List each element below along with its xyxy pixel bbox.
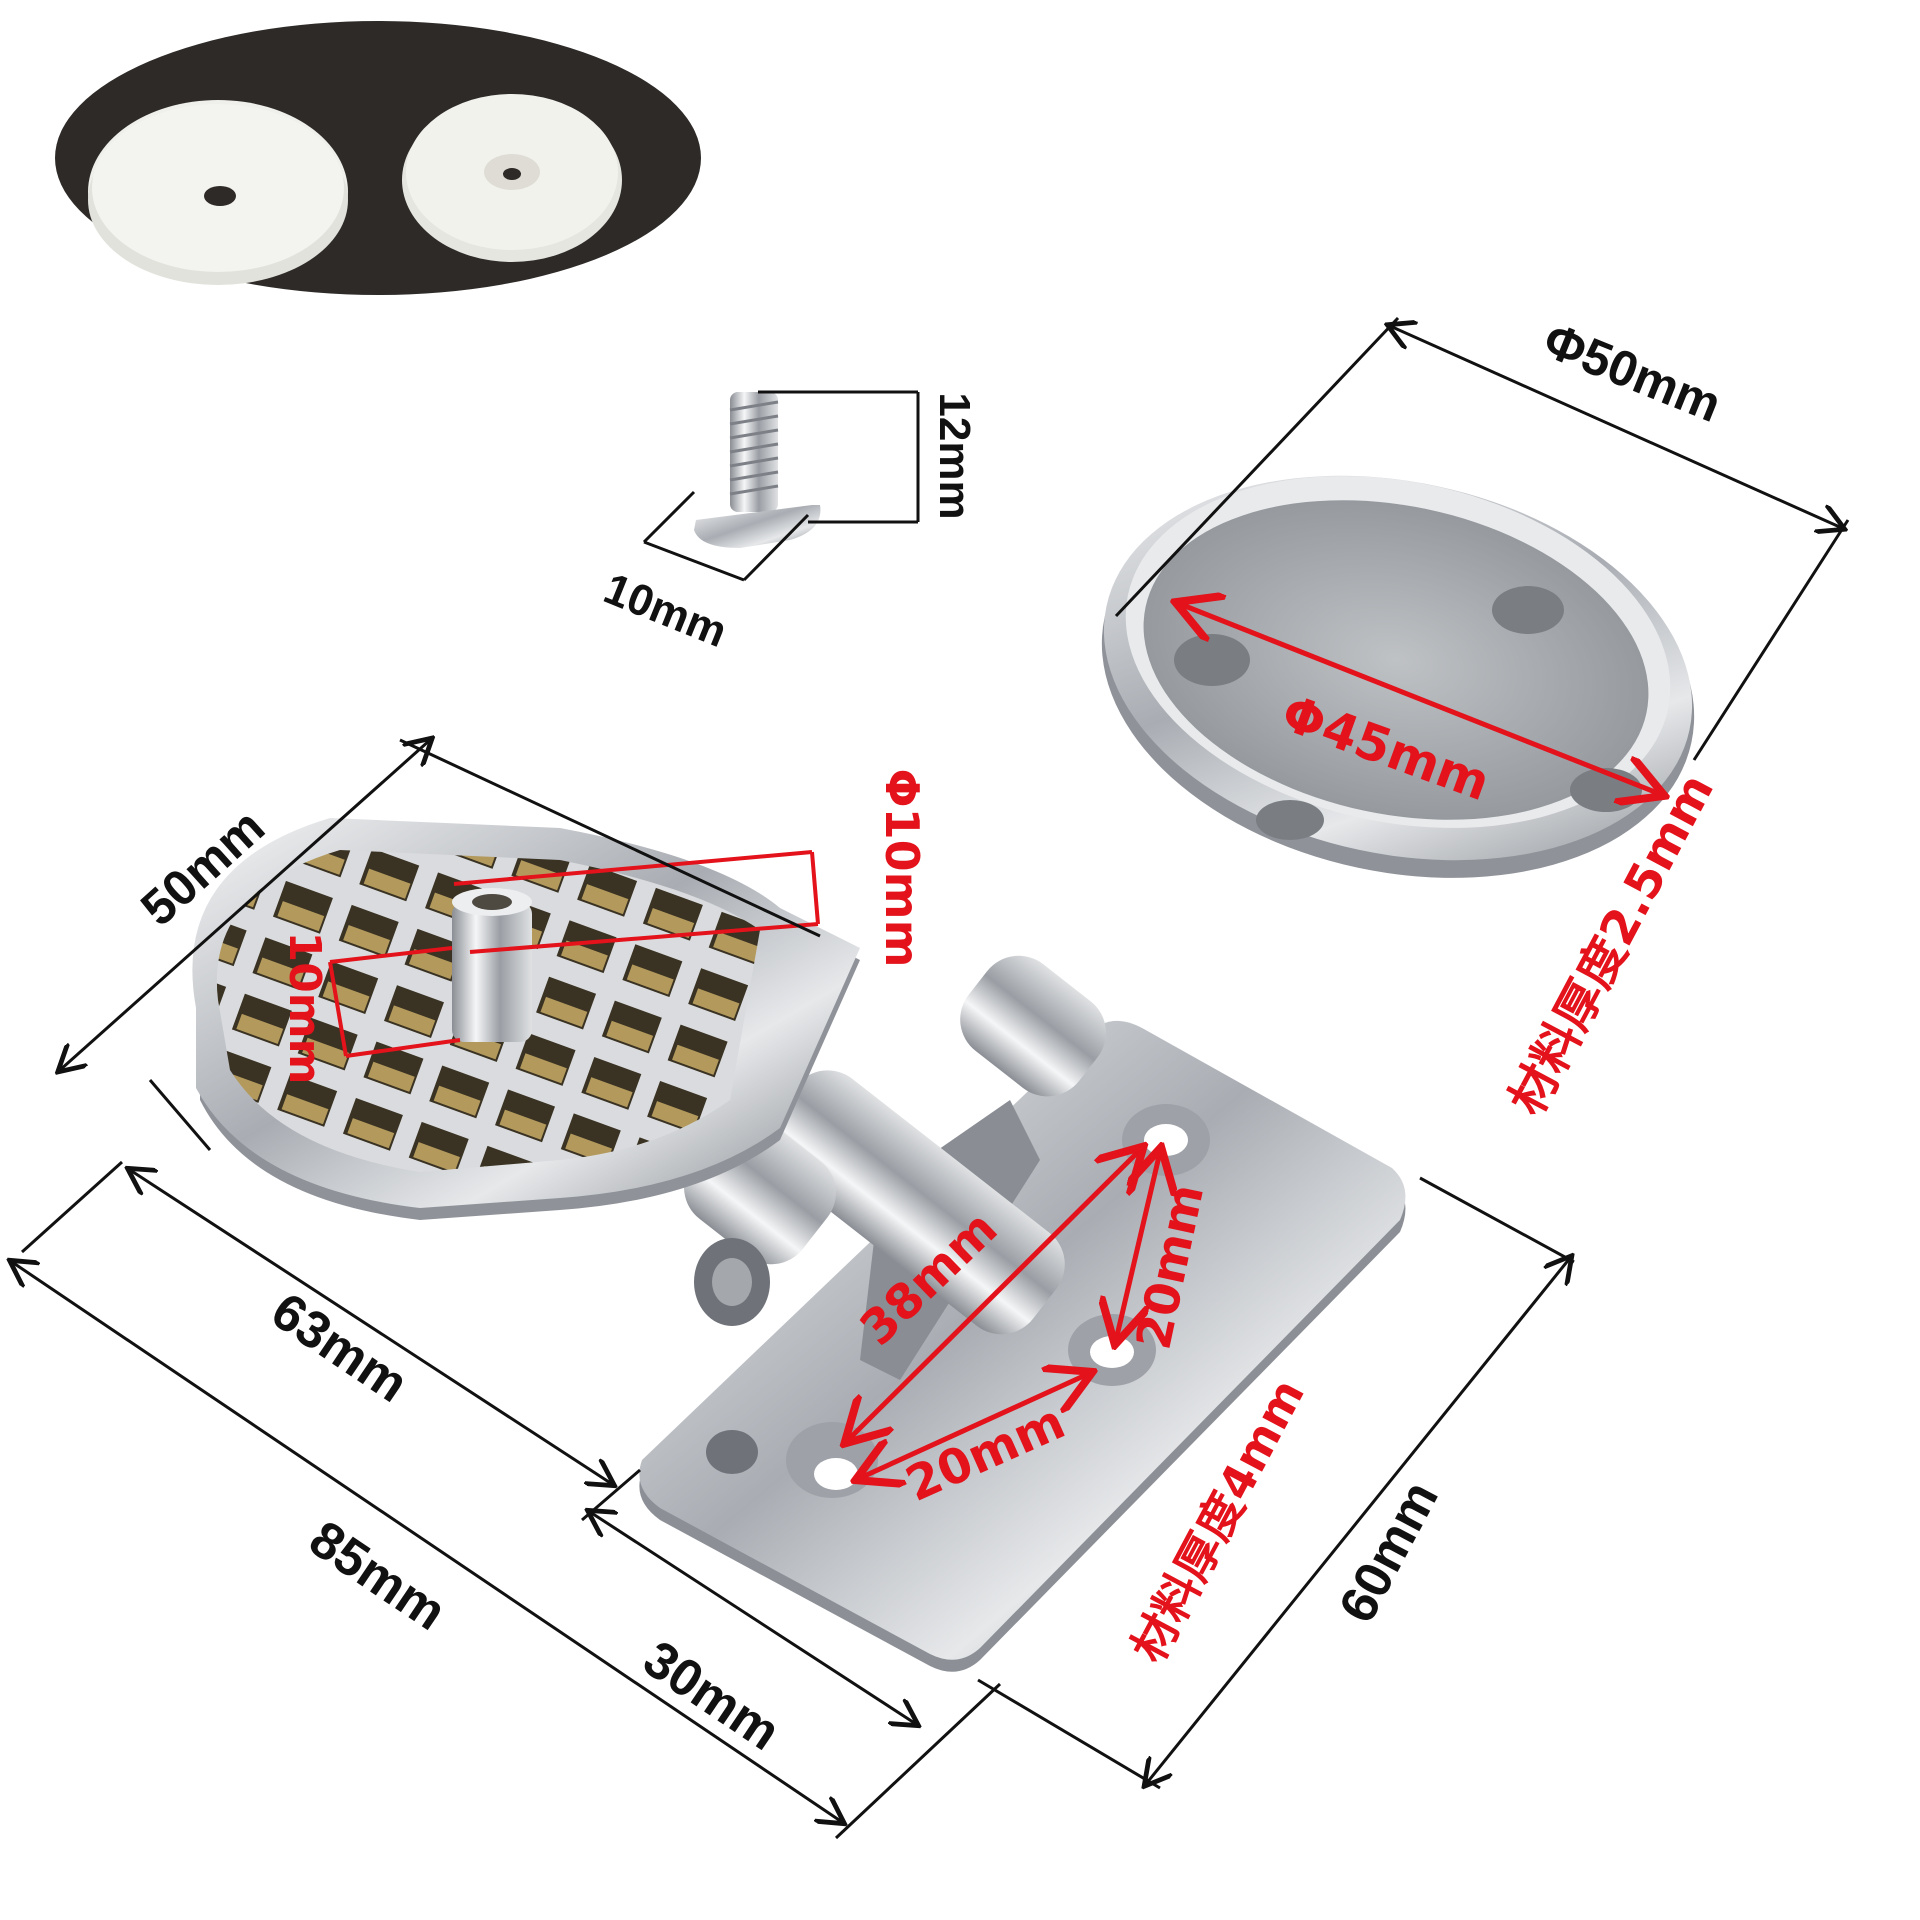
screw-head-label: 10mm (597, 564, 733, 657)
plate-60-label: 60mm (1328, 1472, 1450, 1632)
hole-dimensions (848, 1150, 1160, 1478)
hinge-63-label: 63mm (261, 1282, 418, 1414)
hinge-85-label: 85mm (299, 1510, 456, 1642)
screw-length-label: 12mm (930, 392, 979, 519)
countersunk-screw-icon (694, 392, 821, 548)
threaded-stud (452, 902, 532, 1042)
cap-outer-label: Φ50mm (1536, 312, 1729, 433)
hinge-dimension-lines (12, 740, 1574, 1840)
washer-inset (55, 21, 701, 295)
stud-height-label: 10mm (279, 932, 330, 1085)
cap-outer-dimension (1114, 316, 1850, 761)
cap-inner-dimension (1180, 604, 1660, 794)
stud-diameter-label: Φ10mm (875, 769, 929, 968)
washer-large-hole (204, 186, 236, 206)
screw-dimensions (642, 390, 920, 582)
washer-small-hole (503, 168, 521, 180)
